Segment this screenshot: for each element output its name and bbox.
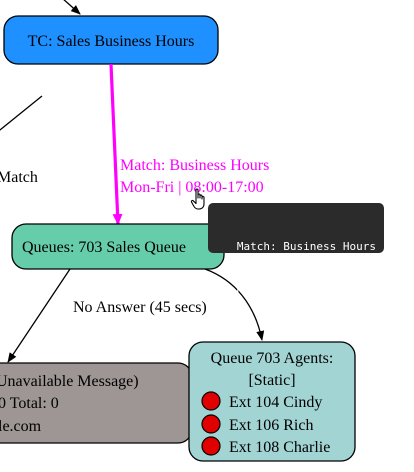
agent-label: Ext 104 Cindy xyxy=(229,394,322,411)
agent-item: Ext 108 Charlie xyxy=(201,436,330,456)
agent-label: Ext 106 Rich xyxy=(229,417,313,434)
edge-to-unavailable xyxy=(7,268,71,363)
agent-status-dot-icon xyxy=(201,391,221,411)
node-queues-label: Queues: 703 Sales Queue xyxy=(22,239,186,256)
edge-label-no-answer: No Answer (45 secs) xyxy=(73,299,207,316)
edge-label-business-hours-1: Match: Business Hours xyxy=(120,157,269,174)
edge-to-agents xyxy=(204,268,265,341)
tooltip-line-1: Match: Business Hours xyxy=(236,240,376,253)
node-unavailable[interactable]: Unavailable Message) 0 Total: 0 le.com xyxy=(0,362,193,444)
edge-label-match: Match xyxy=(0,169,38,186)
node-unavailable-line3: le.com xyxy=(0,418,42,435)
node-unavailable-line1: Unavailable Message) xyxy=(0,373,139,390)
node-tc[interactable]: TC: Sales Business Hours xyxy=(3,15,219,65)
agent-item: Ext 106 Rich xyxy=(201,414,313,434)
node-queues[interactable]: Queues: 703 Sales Queue xyxy=(11,223,225,270)
edge-business-hours[interactable] xyxy=(109,63,123,225)
node-agents-title-1: Queue 703 Agents: xyxy=(211,350,334,367)
agent-status-dot-icon xyxy=(201,436,221,456)
hand-pointer-cursor-icon xyxy=(190,188,205,210)
edge-into-tc xyxy=(63,0,81,15)
node-tc-label: TC: Sales Business Hours xyxy=(28,33,195,50)
node-unavailable-line2: 0 Total: 0 xyxy=(0,395,59,412)
tooltip-line-2: Mon-Fri | 08:00-17:00 xyxy=(236,282,376,295)
agent-item: Ext 104 Cindy xyxy=(201,391,322,411)
edge-match-left xyxy=(0,95,43,131)
node-agents[interactable]: Queue 703 Agents: [Static] Ext 104 Cindy… xyxy=(188,341,356,462)
agent-label: Ext 108 Charlie xyxy=(229,439,330,456)
edge-tooltip: Match: Business Hours Mon-Fri | 08:00-17… xyxy=(208,203,384,295)
agent-status-dot-icon xyxy=(201,414,221,434)
node-agents-title-2: [Static] xyxy=(248,372,295,389)
edge-label-business-hours-2: Mon-Fri | 08:00-17:00 xyxy=(120,179,264,196)
